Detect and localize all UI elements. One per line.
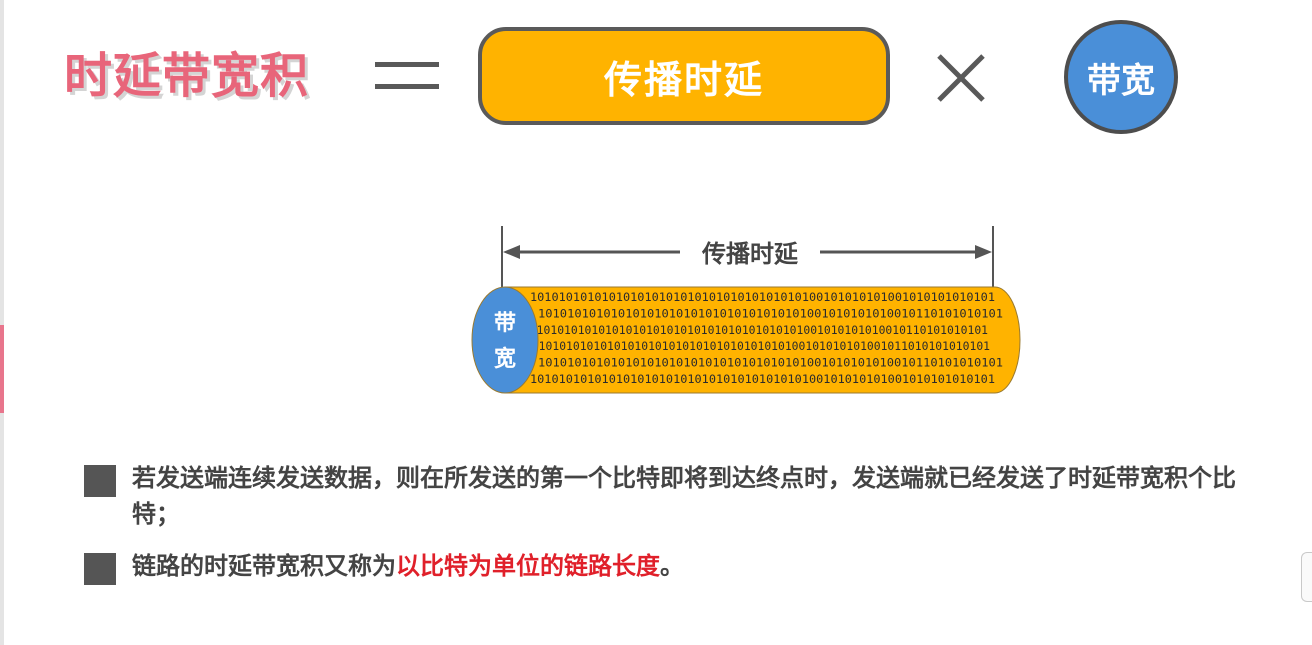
bit-row: 1010101010101010101010101010101010101010… bbox=[530, 290, 995, 304]
bit-row: 1010101010101010101010101010101010101010… bbox=[523, 323, 988, 337]
bit-row: 1010101010101010101010101010101010101001… bbox=[538, 306, 1003, 320]
propagation-delay-label: 传播时延 bbox=[603, 57, 764, 102]
formula-title: 时延带宽积 bbox=[64, 48, 310, 104]
bit-row: 1010101010101010101010101010101010101010… bbox=[525, 339, 990, 353]
equals-sign bbox=[375, 62, 439, 92]
square-bullet-icon bbox=[84, 465, 116, 497]
cylinder-cap bbox=[471, 286, 539, 394]
multiply-icon bbox=[937, 54, 985, 102]
bit-row: 1010101010101010101010101010101010101001… bbox=[538, 356, 1003, 370]
bullet-text-2-suffix: 。 bbox=[660, 552, 684, 580]
bullet-text-2-highlight: 以比特为单位的链路长度 bbox=[396, 552, 660, 580]
bandwidth-circle: 带宽 bbox=[1064, 20, 1178, 134]
bullet-list: 若发送端连续发送数据，则在所发送的第一个比特即将到达终点时，发送端就已经发送了时… bbox=[84, 460, 1264, 600]
cap-label-2: 宽 bbox=[494, 346, 516, 372]
square-bullet-icon bbox=[84, 553, 116, 585]
arrow-head-right bbox=[975, 245, 992, 259]
arrow-head-left bbox=[503, 245, 520, 259]
bandwidth-label: 带宽 bbox=[1087, 60, 1155, 101]
bullet-item-1: 若发送端连续发送数据，则在所发送的第一个比特即将到达终点时，发送端就已经发送了时… bbox=[84, 460, 1264, 532]
cap-label-1: 带 bbox=[494, 311, 516, 336]
bit-row: 1010101010101010101010101010101010101010… bbox=[530, 372, 995, 386]
bullet-text-2-prefix: 链路的时延带宽积又称为 bbox=[132, 552, 396, 580]
arrow-label: 传播时延 bbox=[701, 240, 799, 268]
left-edge bbox=[0, 0, 4, 645]
bit-rows: 1010101010101010101010101010101010101010… bbox=[523, 290, 1003, 386]
slide-accent-marker bbox=[0, 325, 4, 413]
bullet-item-2: 链路的时延带宽积又称为以比特为单位的链路长度。 bbox=[84, 548, 1264, 585]
scroll-handle[interactable] bbox=[1301, 552, 1312, 602]
cylinder-body bbox=[504, 286, 1021, 394]
propagation-delay-box: 传播时延 bbox=[478, 27, 890, 125]
bullet-text-1: 若发送端连续发送数据，则在所发送的第一个比特即将到达终点时，发送端就已经发送了时… bbox=[132, 464, 1236, 528]
